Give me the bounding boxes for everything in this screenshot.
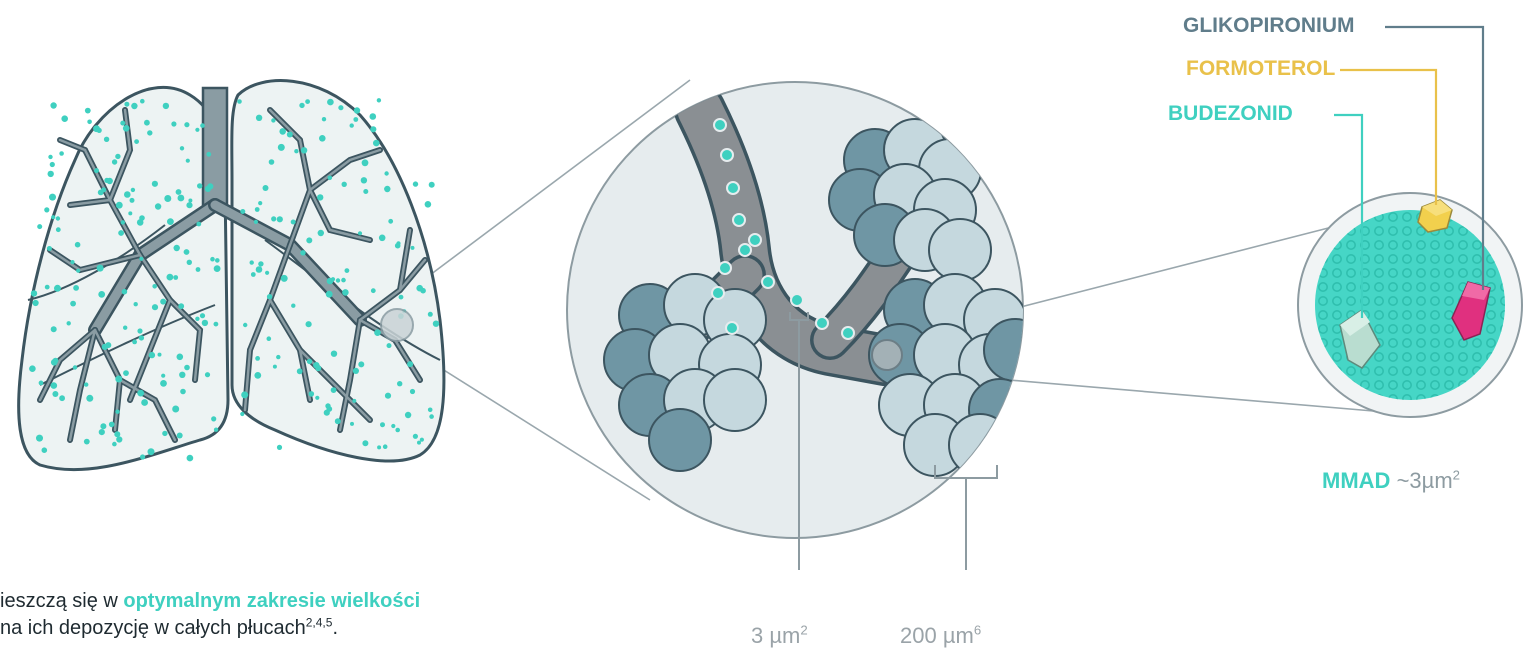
bronchiole-alveoli-zoom (567, 82, 1046, 538)
caption-line2-sup: 2,4,5 (306, 615, 333, 629)
mmad-label: MMAD ~3µm2 (1322, 468, 1460, 494)
scale-airway-sup: 2 (800, 623, 807, 638)
legend-glikopironium: GLIKOPIRONIUM (1183, 14, 1355, 38)
caption-line-2: na ich depozycję w całych płucach2,4,5. (0, 615, 420, 642)
mmad-title: MMAD (1322, 468, 1390, 493)
scale-alveolus-sup: 6 (974, 623, 981, 638)
scale-alveolus-value: 200 µm (900, 623, 974, 648)
scale-airway-label: 3 µm2 (751, 623, 808, 649)
caption-line1-pre: ieszczą się w (0, 590, 123, 612)
lungs-illustration (19, 81, 444, 470)
mmad-value: ~3µm (1397, 468, 1453, 493)
scale-airway-value: 3 µm (751, 623, 800, 648)
legend-budezonid: BUDEZONID (1168, 102, 1293, 126)
mmad-sup: 2 (1453, 468, 1460, 483)
caption-text: ieszczą się w optymalnym zakresie wielko… (0, 588, 420, 642)
caption-highlight: optymalnym zakresie wielkości (123, 590, 420, 612)
legend-formoterol: FORMOTEROL (1186, 57, 1335, 81)
particle-zoom (1298, 193, 1522, 417)
caption-line2-end: . (332, 617, 338, 639)
scale-alveolus-label: 200 µm6 (900, 623, 981, 649)
caption-line-1: ieszczą się w optymalnym zakresie wielko… (0, 588, 420, 615)
caption-line2-text: na ich depozycję w całych płucach (0, 617, 306, 639)
